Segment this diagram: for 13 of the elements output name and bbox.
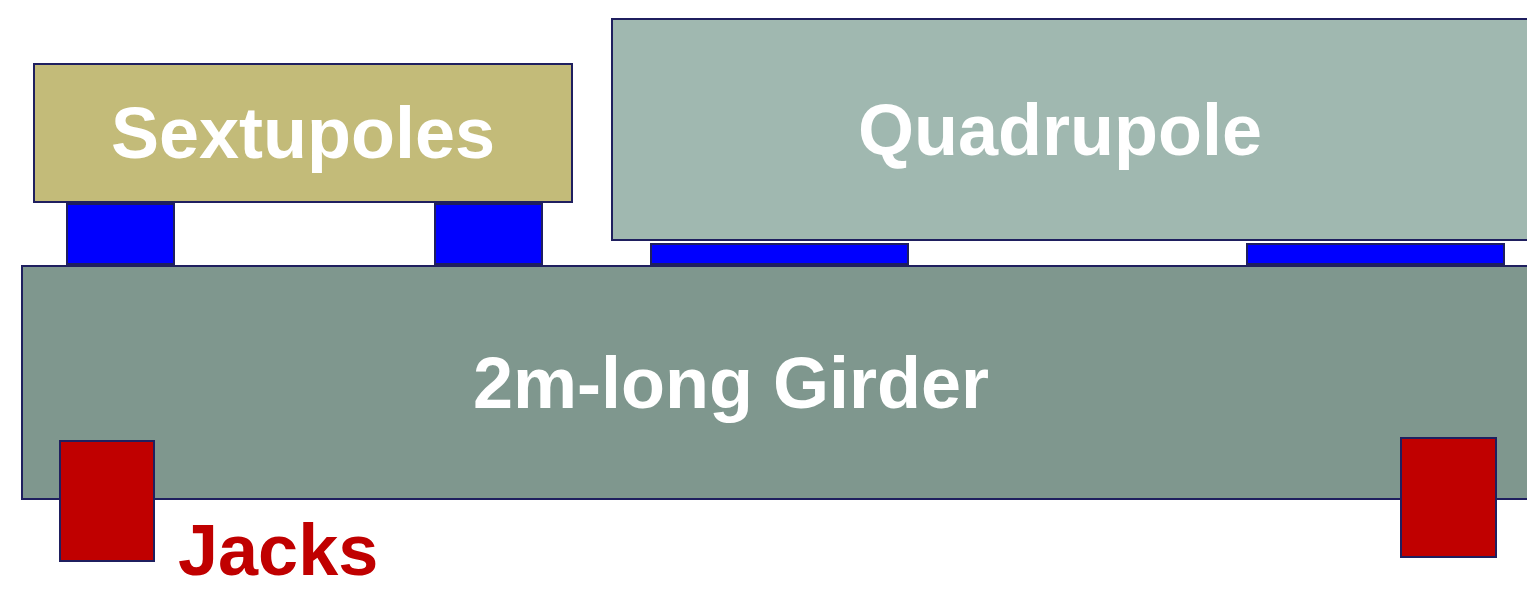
support-pad (434, 203, 543, 265)
jack-block (1400, 437, 1497, 558)
magnet-block (611, 18, 1527, 241)
jacks-label: Jacks (178, 514, 379, 586)
support-pad (650, 243, 909, 265)
block-label: 2m-long Girder (473, 341, 990, 424)
support-pad (66, 203, 175, 265)
magnet-block (33, 63, 573, 203)
support-pad (1246, 243, 1505, 265)
girder-block (21, 265, 1527, 500)
block-label: Sextupoles (110, 92, 496, 174)
jack-block (59, 440, 155, 562)
block-label: Quadrupole (858, 88, 1262, 171)
